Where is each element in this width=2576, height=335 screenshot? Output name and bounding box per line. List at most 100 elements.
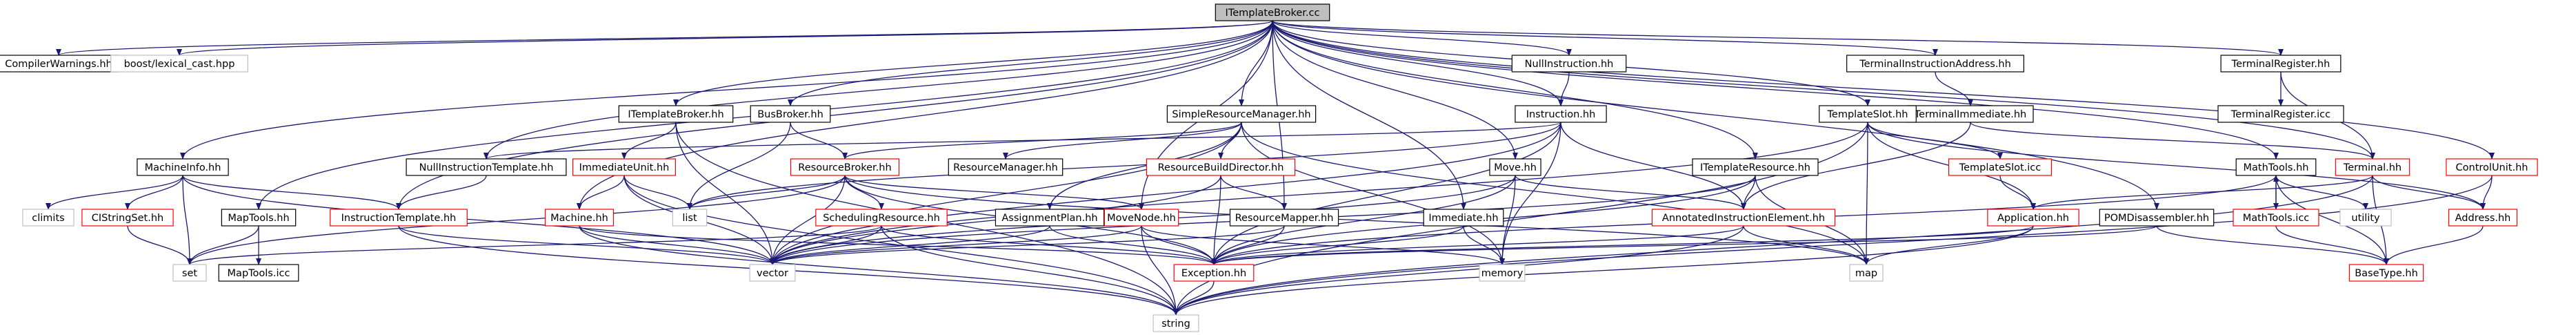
node-box (2446, 158, 2538, 176)
edge-tslot-to-tsloticc (1867, 122, 2003, 160)
file-node-immunit[interactable]: ImmediateUnit.hh (572, 158, 676, 176)
file-node-busbroker[interactable]: BusBroker.hh (750, 105, 831, 123)
file-node-cistring[interactable]: CIStringSet.hh (81, 209, 174, 227)
file-node-itb[interactable]: ITemplateBroker.hh (618, 105, 734, 123)
edge-srm-to-rbd (1218, 122, 1242, 160)
node-box (2217, 105, 2344, 123)
node-label: SimpleResourceManager.hh (1172, 109, 1310, 120)
file-node-movenode[interactable]: MoveNode.hh (1104, 209, 1179, 227)
edge-root-to-compwarn (56, 20, 1273, 56)
file-node-nullinst[interactable]: NullInstruction.hh (1511, 55, 1627, 73)
edge-root-to-machinfo (180, 20, 1273, 160)
file-node-rbd[interactable]: ResourceBuildDirector.hh (1146, 158, 1296, 176)
edge-machine-to-vector (579, 225, 775, 265)
edge-srm-to-map (1241, 122, 1869, 265)
file-node-instruction[interactable]: Instruction.hh (1515, 105, 1607, 123)
edge-machinfo-to-cistring (125, 175, 183, 210)
node-label: map (1855, 268, 1877, 279)
edge-movenode-to-memory (1141, 225, 1505, 265)
edge-srm-to-memory (1241, 122, 1505, 265)
file-node-srm[interactable]: SimpleResourceManager.hh (1166, 105, 1317, 123)
node-label: ITemplateResource.hh (1700, 162, 1810, 173)
edge-assign-to-exception (1049, 225, 1217, 265)
file-node-map: map (1849, 264, 1884, 282)
node-label: TerminalRegister.hh (2231, 59, 2330, 70)
node-label: Exception.hh (1181, 268, 1246, 279)
node-box (948, 158, 1064, 176)
edge-pom-to-basetype (2156, 225, 2389, 265)
file-node-compwarn[interactable]: CompilerWarnings.hh (0, 55, 119, 73)
node-label: SchedulingResource.hh (823, 213, 940, 224)
node-label: vector (757, 268, 788, 279)
file-node-insttempl[interactable]: InstructionTemplate.hh (330, 209, 468, 227)
file-node-tslot[interactable]: TemplateSlot.hh (1819, 105, 1917, 123)
file-node-root[interactable]: ITemplateBroker.cc (1215, 3, 1330, 21)
node-box (1152, 314, 1199, 332)
node-label: TerminalRegister.icc (2230, 109, 2330, 120)
node-box (110, 55, 248, 73)
node-label: ITemplateBroker.hh (628, 109, 723, 120)
file-node-tia[interactable]: TerminalInstructionAddress.hh (1846, 55, 2024, 73)
file-node-nullinsttempl[interactable]: NullInstructionTemplate.hh (406, 158, 567, 176)
edge-machinfo-to-climits (46, 175, 183, 210)
edge-root-to-itb (673, 20, 1273, 106)
file-node-immediate[interactable]: Immediate.hh (1423, 209, 1504, 227)
node-label: AssignmentPlan.hh (1001, 213, 1097, 224)
file-node-basetype[interactable]: BaseType.hh (2348, 264, 2424, 282)
node-box (1849, 264, 1884, 282)
edge-annot-to-string (1173, 225, 1744, 316)
edge-instruction-to-vector (770, 122, 1561, 265)
file-node-maptoolsicc[interactable]: MapTools.icc (218, 264, 299, 282)
edge-root-to-instruction (1272, 20, 1564, 106)
node-box (1479, 264, 1526, 282)
node-box (1489, 158, 1541, 176)
file-node-control[interactable]: ControlUnit.hh (2446, 158, 2538, 176)
node-box (218, 264, 299, 282)
node-box (1692, 158, 1819, 176)
file-node-annot[interactable]: AnnotatedInstructionElement.hh (1651, 209, 1836, 227)
file-node-exception[interactable]: Exception.hh (1173, 264, 1255, 282)
edge-rbd-to-resmapper (1220, 175, 1287, 210)
node-box (1166, 105, 1317, 123)
file-node-tregicc[interactable]: TerminalRegister.icc (2217, 105, 2344, 123)
file-node-application[interactable]: Application.hh (1987, 209, 2079, 227)
file-node-resbroker[interactable]: ResourceBroker.hh (790, 158, 900, 176)
edge-busbroker-to-list (687, 122, 791, 210)
edge-application-to-string (1173, 225, 2034, 316)
file-node-assign[interactable]: AssignmentPlan.hh (995, 209, 1105, 227)
file-node-schedres[interactable]: SchedulingResource.hh (815, 209, 948, 227)
node-box (137, 158, 229, 176)
file-node-move[interactable]: Move.hh (1489, 158, 1541, 176)
file-node-pom[interactable]: POMDisassembler.hh (2099, 209, 2215, 227)
edge-root-to-treg (1272, 20, 2284, 56)
node-box (221, 209, 297, 227)
edge-movenode-to-exception (1141, 225, 1217, 265)
node-label: Immediate.hh (1428, 213, 1498, 224)
file-node-set: set (172, 264, 207, 282)
file-node-resman[interactable]: ResourceManager.hh (948, 158, 1064, 176)
node-label: set (182, 268, 197, 279)
node-box (815, 209, 948, 227)
edge-assign-to-vector (770, 225, 1050, 265)
node-label: string (1161, 318, 1190, 329)
node-label: CompilerWarnings.hh (5, 59, 112, 70)
edge-machinfo-to-insttempl (182, 175, 401, 210)
file-node-treg[interactable]: TerminalRegister.hh (2220, 55, 2342, 73)
file-node-maptools[interactable]: MapTools.hh (221, 209, 297, 227)
file-node-resmapper[interactable]: ResourceMapper.hh (1229, 209, 1339, 227)
file-node-itr[interactable]: ITemplateResource.hh (1692, 158, 1819, 176)
file-node-terminal[interactable]: Terminal.hh (2335, 158, 2410, 176)
file-node-machinfo[interactable]: MachineInfo.hh (137, 158, 229, 176)
node-box (544, 209, 615, 227)
node-label: AnnotatedInstructionElement.hh (1662, 213, 1825, 224)
edge-mathtools-to-utility (2275, 175, 2368, 210)
edge-srm-to-resman (1003, 122, 1242, 160)
file-node-machine[interactable]: Machine.hh (544, 209, 615, 227)
file-node-address[interactable]: Address.hh (2448, 209, 2518, 227)
file-node-mathtoolsicc[interactable]: MathTools.icc (2233, 209, 2319, 227)
node-box (1651, 209, 1836, 227)
node-box (1146, 158, 1296, 176)
file-node-tsloticc[interactable]: TemplateSlot.icc (1948, 158, 2053, 176)
file-node-termimm[interactable]: TerminalImmediate.hh (1907, 105, 2034, 123)
file-node-mathtools[interactable]: MathTools.hh (2235, 158, 2317, 176)
